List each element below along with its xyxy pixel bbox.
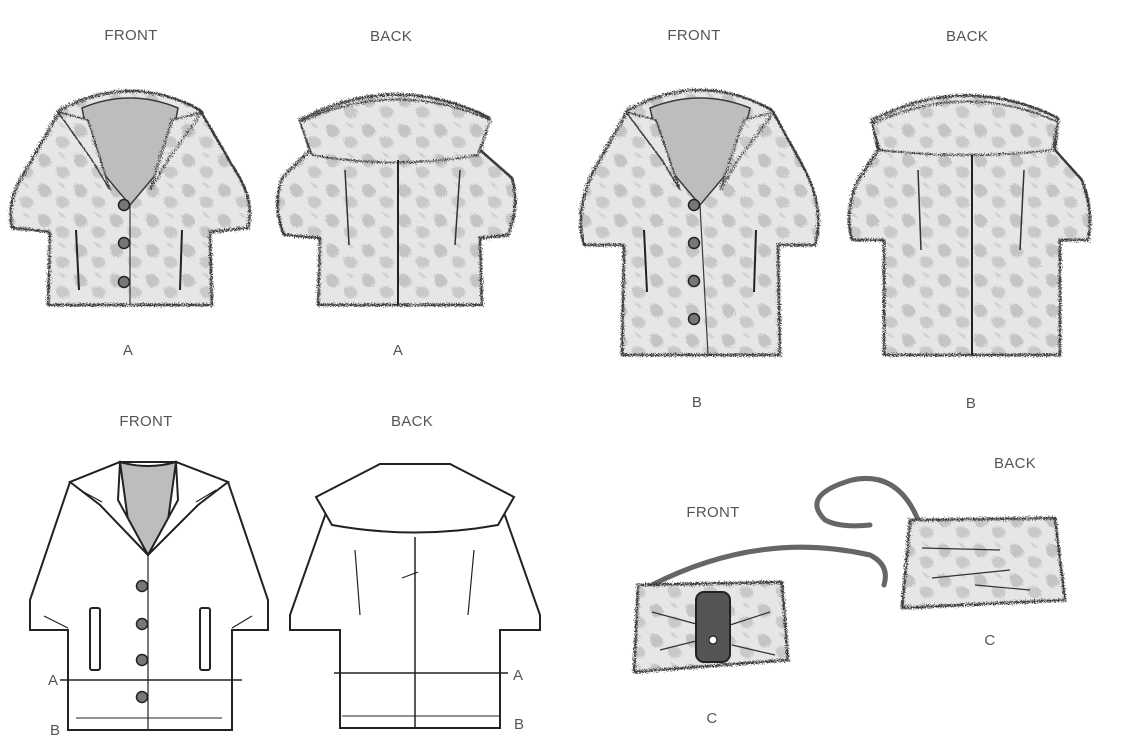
line-jacket-front bbox=[29, 460, 269, 731]
bag-strap bbox=[814, 476, 923, 529]
button-icon bbox=[117, 198, 131, 289]
line-front-length-label-a: A bbox=[48, 672, 59, 689]
b-fur-back-view-label: BACK bbox=[945, 28, 989, 45]
fur-bag-front bbox=[632, 544, 888, 674]
a-fur-front-view-label: FRONT bbox=[104, 27, 158, 44]
bag-back-variant-label: C bbox=[984, 632, 996, 649]
button-icon bbox=[135, 579, 149, 704]
b-fur-jacket-front bbox=[579, 88, 820, 357]
b-fur-back-variant-label: B bbox=[965, 395, 977, 412]
line-front-view-label: FRONT bbox=[119, 413, 173, 430]
bag-closure-tab bbox=[695, 591, 731, 663]
a-fur-jacket-back bbox=[276, 93, 517, 307]
a-fur-back-view-label: BACK bbox=[369, 28, 413, 45]
line-front-length-label-b: B bbox=[50, 722, 61, 739]
snap-button-icon bbox=[708, 635, 718, 645]
a-fur-back-variant-label: A bbox=[392, 342, 404, 359]
button-icon bbox=[687, 198, 701, 326]
bag-strap bbox=[649, 544, 888, 588]
b-fur-front-view-label: FRONT bbox=[667, 27, 721, 44]
bag-back-view-label: BACK bbox=[993, 455, 1037, 472]
b-fur-front-variant-label: B bbox=[691, 394, 703, 411]
a-fur-front-variant-label: A bbox=[122, 342, 134, 359]
line-jacket-back bbox=[289, 463, 541, 729]
a-fur-jacket-front bbox=[9, 89, 252, 307]
fur-bag-back bbox=[814, 476, 1067, 610]
bag-front-view-label: FRONT bbox=[686, 504, 740, 521]
line-back-length-label-b: B bbox=[514, 716, 525, 733]
line-back-length-label-a: A bbox=[513, 667, 524, 684]
bag-front-variant-label: C bbox=[706, 710, 718, 727]
b-fur-jacket-back bbox=[847, 94, 1092, 357]
welt-pocket-icon bbox=[199, 607, 211, 671]
line-back-view-label: BACK bbox=[390, 413, 434, 430]
welt-pocket-icon bbox=[89, 607, 101, 671]
